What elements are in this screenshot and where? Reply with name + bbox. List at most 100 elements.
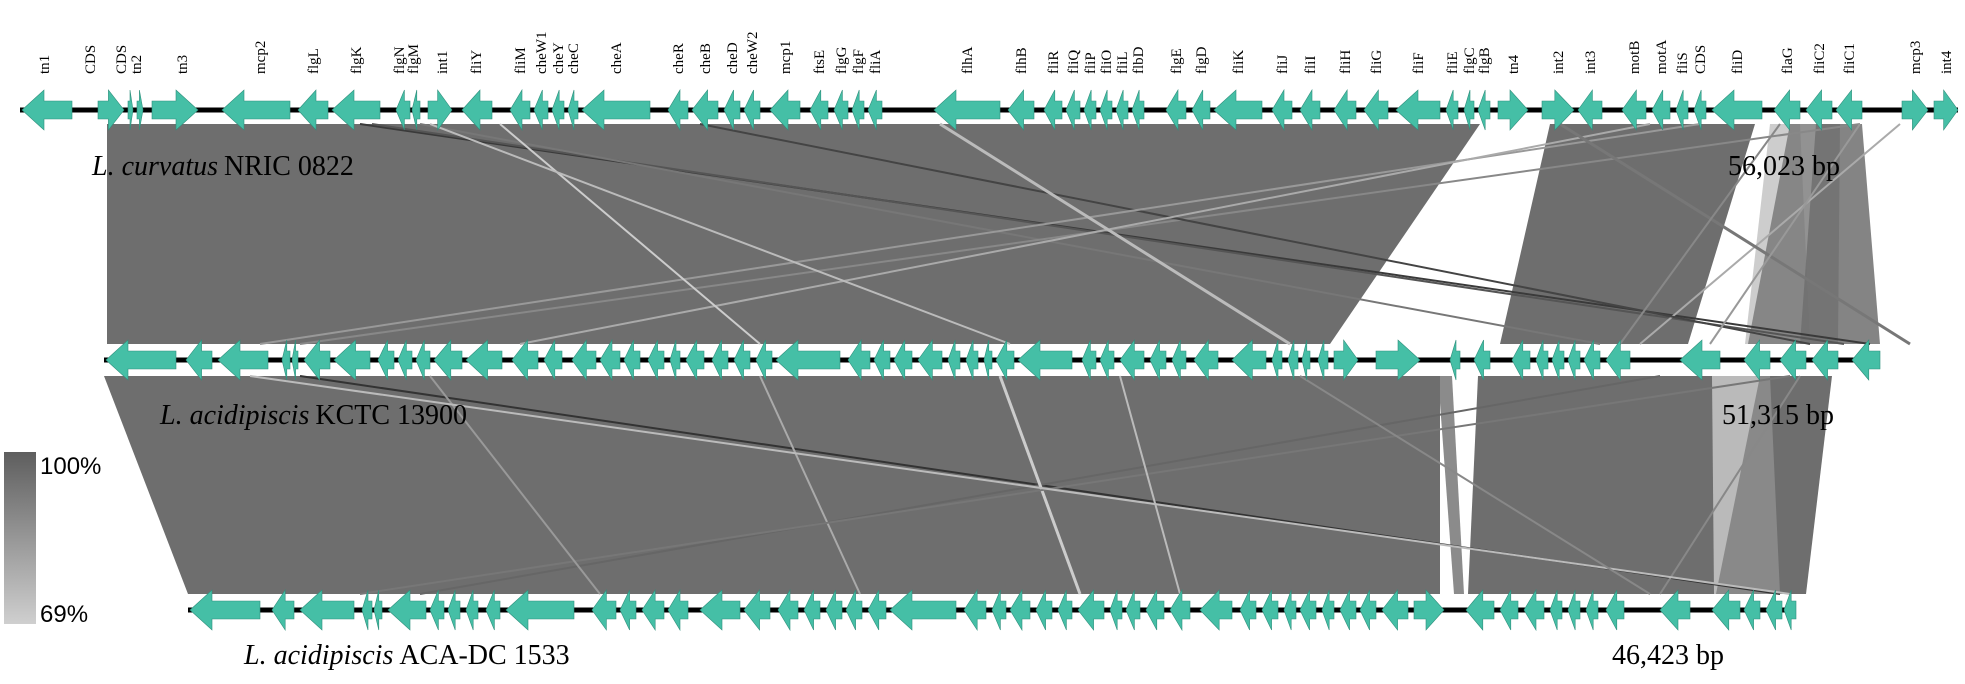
gene-label: flhB (1014, 47, 1030, 74)
gene-label: fliC2 (1812, 43, 1828, 74)
gene-label: flaG (1780, 47, 1796, 74)
gene-arrow (1577, 89, 1603, 131)
genome-track-curvatus (20, 88, 1959, 132)
gene-arrow (1007, 89, 1035, 131)
gene-label: cheR (671, 43, 687, 74)
gene-arrow (1099, 339, 1115, 381)
gene-arrow (429, 589, 445, 631)
gene-arrow (271, 589, 295, 631)
genome-track-acidipiscis-kctc (104, 338, 1881, 382)
similarity-link (1659, 375, 1801, 595)
gene-arrow (1301, 339, 1311, 381)
gene-arrow (1321, 589, 1335, 631)
gene-arrow (465, 589, 479, 631)
gene-arrow (825, 589, 843, 631)
gene-arrow (217, 339, 269, 381)
gene-arrow (361, 589, 373, 631)
gene-label: CDS (1693, 45, 1709, 74)
gene-label: int4 (1939, 50, 1955, 74)
strain-name: ACA-DC 1533 (399, 640, 569, 671)
gene-label: fliY (469, 50, 485, 74)
gene-arrow (189, 589, 261, 631)
gene-arrow (447, 589, 461, 631)
gene-label: int2 (1551, 51, 1567, 74)
gene-arrow (415, 339, 431, 381)
gene-arrow (291, 339, 299, 381)
gene-arrow (1567, 339, 1581, 381)
similarity-link (1119, 375, 1181, 595)
legend-min-label: 69% (40, 601, 88, 628)
gene-arrow (1299, 88, 1321, 132)
gene-arrow (1679, 339, 1721, 381)
gene-arrow (691, 89, 719, 131)
strain-name: NRIC 0822 (224, 151, 354, 182)
gene-arrow (1773, 89, 1801, 131)
similarity-block (107, 124, 1480, 344)
gene-label: cheB (698, 43, 714, 74)
similarity-link (759, 375, 861, 595)
gene-arrow (1933, 89, 1959, 131)
gene-arrow (151, 89, 199, 131)
gene-arrow (1271, 88, 1293, 132)
gene-arrow (1009, 588, 1031, 632)
similarity-link (499, 123, 761, 345)
gene-arrow (1605, 339, 1631, 381)
gene-label: flgK (349, 46, 365, 74)
gene-arrow (1675, 89, 1689, 131)
gene-arrow (1193, 339, 1219, 381)
gene-arrow (136, 89, 144, 131)
gene-arrow (185, 339, 213, 381)
gene-label: flgD (1194, 46, 1210, 74)
gene-arrow (1317, 339, 1329, 381)
gene-arrow (1511, 339, 1531, 381)
similarity-link (1619, 123, 1781, 345)
identity-legend: 100% 69% (4, 452, 101, 628)
gene-arrow (551, 89, 565, 131)
gene-arrow (1779, 339, 1807, 381)
gene-arrow (567, 89, 579, 131)
gene-arrow (1651, 89, 1671, 131)
species-name: L. curvatus (91, 151, 218, 182)
gene-label: fliF (1411, 52, 1427, 74)
gene-arrow (845, 589, 863, 631)
gene-arrow (1585, 589, 1599, 631)
similarity-block (1716, 376, 1810, 594)
gene-arrow (465, 339, 503, 381)
gene-arrow (533, 89, 549, 131)
gene-arrow (1191, 89, 1211, 131)
gene-arrow (427, 89, 453, 131)
gene-arrow (1169, 588, 1191, 632)
gene-arrow (281, 339, 291, 381)
gene-arrow (1583, 339, 1601, 381)
gene-label: cheA (609, 42, 625, 74)
gene-arrow (1231, 339, 1267, 381)
gene-arrow (1711, 589, 1741, 631)
gene-arrow (1473, 339, 1491, 381)
genome-size-curvatus: 56,023 bp (1728, 151, 1840, 182)
gene-arrow (1035, 589, 1053, 631)
gene-arrow (699, 589, 741, 631)
gene-label: cheY (551, 42, 567, 74)
gene-label: flgC (1462, 47, 1478, 74)
gene-arrow (1765, 589, 1783, 631)
gene-arrow (1271, 339, 1283, 381)
similarity-link (249, 375, 1791, 595)
similarity-link (1299, 375, 1651, 595)
gene-arrow (1099, 89, 1113, 131)
gene-arrow (1287, 339, 1299, 381)
gene-label: fliA (868, 50, 884, 74)
similarity-blocks (104, 122, 1911, 595)
gene-arrow (105, 339, 177, 381)
gene-arrow (889, 589, 957, 631)
gene-arrow (983, 339, 993, 381)
gene-arrow (1535, 339, 1549, 381)
gene-arrow (667, 88, 689, 132)
gene-arrow (669, 339, 681, 381)
gene-label: flgG (834, 46, 850, 74)
gene-label: fliM (513, 47, 529, 74)
gene-label: tn4 (1506, 54, 1522, 74)
gene-label: fliS (1675, 52, 1691, 74)
gene-arrow (1465, 589, 1495, 631)
gene-arrow (97, 89, 125, 131)
